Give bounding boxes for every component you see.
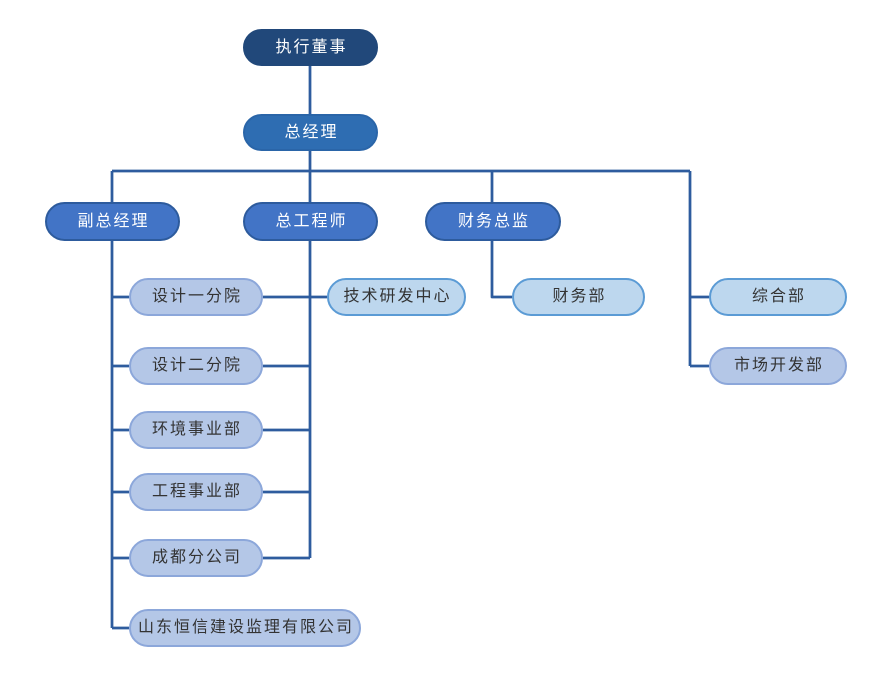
node-deputy-general-manager: 副总经理 [45,202,180,241]
node-label-general-manager: 总经理 [284,123,339,141]
node-label-design-branch-1: 设计一分院 [151,288,242,305]
connector-finance-elbow [490,241,512,299]
node-design-branch-1: 设计一分院 [129,278,263,316]
node-market-dev-dept: 市场开发部 [709,347,847,385]
node-label-tech-rd-center: 技术研发中心 [343,288,452,305]
node-label-environment-division: 环境事业部 [151,421,242,438]
node-general-manager: 总经理 [243,114,378,151]
node-engineering-division: 工程事业部 [129,473,263,511]
node-label-engineering-division: 工程事业部 [151,483,242,500]
node-label-finance-director: 财务总监 [457,212,530,230]
node-label-chengdu-branch: 成都分公司 [151,549,242,566]
node-executive-director: 执行董事 [243,29,378,66]
node-shandong-hengxin: 山东恒信建设监理有限公司 [129,609,361,647]
node-label-deputy-general-manager: 副总经理 [77,212,150,230]
node-tech-rd-center: 技术研发中心 [327,278,466,316]
node-label-executive-director: 执行董事 [275,38,348,56]
node-finance-dept: 财务部 [512,278,645,316]
node-label-market-dev-dept: 市场开发部 [733,357,824,374]
node-label-general-dept: 综合部 [751,288,806,305]
node-general-dept: 综合部 [709,278,847,316]
node-label-design-branch-2: 设计二分院 [151,357,242,374]
node-chief-engineer: 总工程师 [243,202,378,241]
node-chengdu-branch: 成都分公司 [129,539,263,577]
node-environment-division: 环境事业部 [129,411,263,449]
node-design-branch-2: 设计二分院 [129,347,263,385]
node-label-shandong-hengxin: 山东恒信建设监理有限公司 [137,619,354,636]
node-label-finance-dept: 财务部 [552,288,607,305]
node-finance-director: 财务总监 [425,202,561,241]
node-label-chief-engineer: 总工程师 [275,212,348,230]
